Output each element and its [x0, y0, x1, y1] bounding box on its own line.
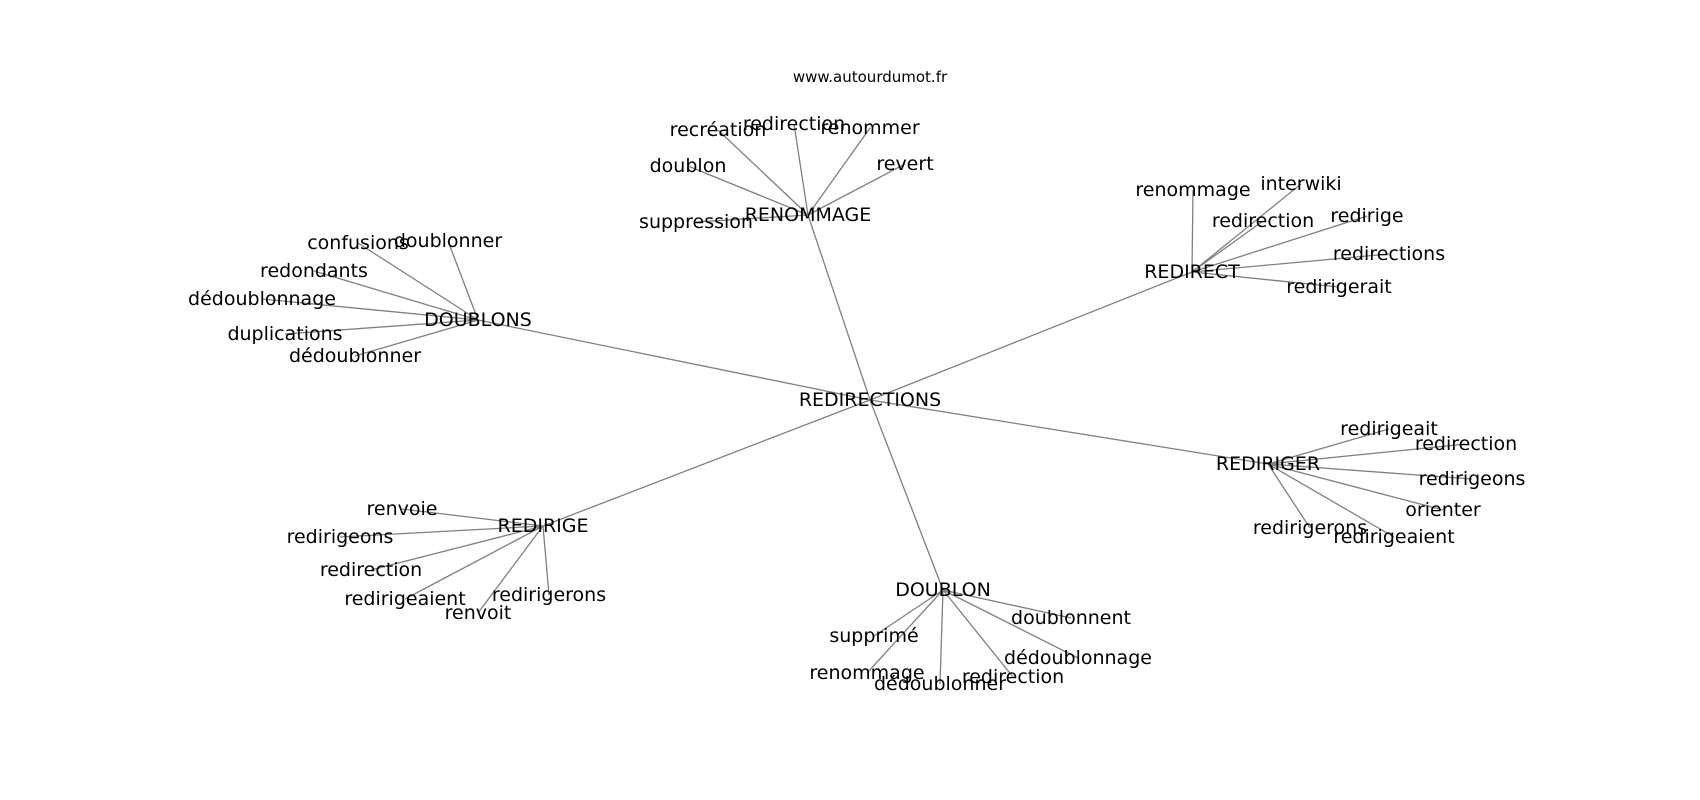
leaf-node-label[interactable]: supprimé [829, 625, 918, 647]
leaf-node-label[interactable]: dédoublonner [289, 345, 421, 367]
edge-center-redirige_hub [542, 399, 871, 527]
edge-rediriger_hub-leaf-0 [1267, 428, 1390, 465]
leaf-node-label[interactable]: orienter [1405, 499, 1481, 521]
leaf-node-label[interactable]: redirection [743, 113, 845, 135]
leaf-node-label[interactable]: renommer [820, 117, 919, 139]
edge-doublon_hub-leaf-4 [942, 589, 1014, 678]
edge-doublons_hub-leaf-0 [357, 242, 479, 321]
leaf-node-label[interactable]: renvoie [367, 498, 438, 520]
edge-redirect_hub-leaf-5 [1191, 271, 1340, 288]
leaf-node-label[interactable]: dédoublonnage [188, 288, 336, 310]
edge-doublon_hub-leaf-2 [942, 589, 1079, 659]
leaf-node-label[interactable]: redirection [962, 666, 1064, 688]
edge-doublons_hub-leaf-2 [313, 270, 479, 321]
edge-redirect_hub-leaf-2 [1191, 220, 1264, 273]
leaf-node-label[interactable]: doublonner [394, 230, 502, 252]
graph-edges [261, 123, 1473, 685]
leaf-node-label[interactable]: redirection [1212, 210, 1314, 232]
leaf-node-label[interactable]: redirigerons [492, 584, 606, 606]
edge-renommage_hub-leaf-4 [807, 163, 906, 216]
edge-doublon_hub-leaf-0 [942, 589, 1072, 619]
edge-doublons_hub-leaf-3 [261, 298, 479, 321]
hub-node-label[interactable]: DOUBLONS [424, 309, 532, 331]
leaf-node-label[interactable]: doublonnent [1011, 607, 1131, 629]
edge-renommage_hub-leaf-2 [807, 127, 871, 216]
leaf-node-label[interactable]: redondants [260, 260, 368, 282]
leaf-node-label[interactable]: redirections [1333, 243, 1445, 265]
leaf-node-label[interactable]: redirection [320, 559, 422, 581]
leaf-node-label[interactable]: redirigeons [1419, 468, 1526, 490]
edge-center-redirect_hub [869, 271, 1193, 401]
edge-rediriger_hub-leaf-2 [1267, 463, 1473, 480]
edge-redirige_hub-leaf-2 [370, 525, 544, 571]
hub-node-label[interactable]: DOUBLON [895, 579, 991, 601]
edge-doublon_hub-leaf-1 [873, 589, 944, 637]
leaf-node-label[interactable]: redirection [1415, 433, 1517, 455]
leaf-node-label[interactable]: redirigeons [287, 526, 394, 548]
edge-doublons_hub-leaf-5 [354, 319, 479, 357]
leaf-node-label[interactable]: redirigerait [1286, 276, 1391, 298]
edge-rediriger_hub-leaf-5 [1267, 463, 1395, 538]
leaf-node-label[interactable]: recréation [670, 119, 767, 141]
source-watermark: www.autourdumot.fr [793, 68, 948, 86]
edge-renommage_hub-leaf-3 [687, 165, 809, 216]
edge-redirige_hub-leaf-1 [339, 525, 544, 538]
leaf-node-label[interactable]: suppression [639, 211, 753, 233]
edge-renommage_hub-leaf-5 [695, 214, 809, 223]
leaf-node-label[interactable]: redirigeait [1340, 418, 1438, 440]
leaf-node-label[interactable]: redirige [1330, 205, 1403, 227]
leaf-node-label[interactable]: doublon [650, 155, 727, 177]
edge-center-doublon_hub [869, 399, 944, 591]
leaf-node-label[interactable]: duplications [227, 323, 342, 345]
edge-redirige_hub-leaf-3 [404, 525, 544, 600]
leaf-node-label[interactable]: dédoublonner [874, 673, 1006, 695]
leaf-node-label[interactable]: confusions [307, 232, 409, 254]
edge-center-rediriger_hub [869, 399, 1269, 465]
leaf-node-label[interactable]: dédoublonnage [1004, 647, 1152, 669]
hub-node-label[interactable]: REDIRIGE [498, 515, 589, 537]
leaf-node-label[interactable]: renommage [1135, 179, 1250, 201]
hub-node-label[interactable]: REDIRECT [1144, 261, 1240, 283]
leaf-node-label[interactable]: redirigeaient [344, 588, 465, 610]
edge-redirect_hub-leaf-0 [1191, 189, 1194, 273]
edge-doublon_hub-leaf-3 [866, 589, 944, 674]
leaf-node-label[interactable]: redirigeaient [1333, 526, 1454, 548]
edge-renommage_hub-leaf-1 [793, 123, 809, 216]
edge-center-renommage_hub [807, 214, 871, 401]
edge-redirige_hub-leaf-4 [542, 525, 550, 596]
edge-center-doublons_hub [477, 319, 871, 401]
leaf-node-label[interactable]: renommage [809, 662, 924, 684]
edge-rediriger_hub-leaf-4 [1267, 463, 1311, 529]
edge-renommage_hub-leaf-0 [717, 129, 809, 216]
graph-labels: www.autourdumot.fr recréationredirection… [188, 68, 1525, 695]
hub-node-label[interactable]: RENOMMAGE [745, 204, 872, 226]
edge-redirige_hub-leaf-0 [401, 508, 544, 527]
hub-node-label[interactable]: REDIRIGER [1216, 453, 1320, 475]
edge-doublons_hub-leaf-4 [284, 319, 479, 335]
leaf-node-label[interactable]: interwiki [1260, 173, 1341, 195]
edge-redirige_hub-leaf-5 [477, 525, 544, 614]
edge-redirect_hub-leaf-3 [1191, 215, 1368, 273]
edge-rediriger_hub-leaf-3 [1267, 463, 1444, 511]
edge-redirect_hub-leaf-1 [1191, 183, 1302, 273]
edge-redirect_hub-leaf-4 [1191, 253, 1390, 273]
edge-doublons_hub-leaf-1 [447, 240, 479, 321]
leaf-node-label[interactable]: renvoit [445, 602, 512, 624]
edge-rediriger_hub-leaf-1 [1267, 443, 1467, 465]
edge-doublon_hub-leaf-5 [939, 589, 944, 685]
leaf-node-label[interactable]: revert [876, 153, 933, 175]
leaf-node-label[interactable]: redirigerons [1253, 517, 1367, 539]
center-node-label[interactable]: REDIRECTIONS [799, 389, 941, 411]
